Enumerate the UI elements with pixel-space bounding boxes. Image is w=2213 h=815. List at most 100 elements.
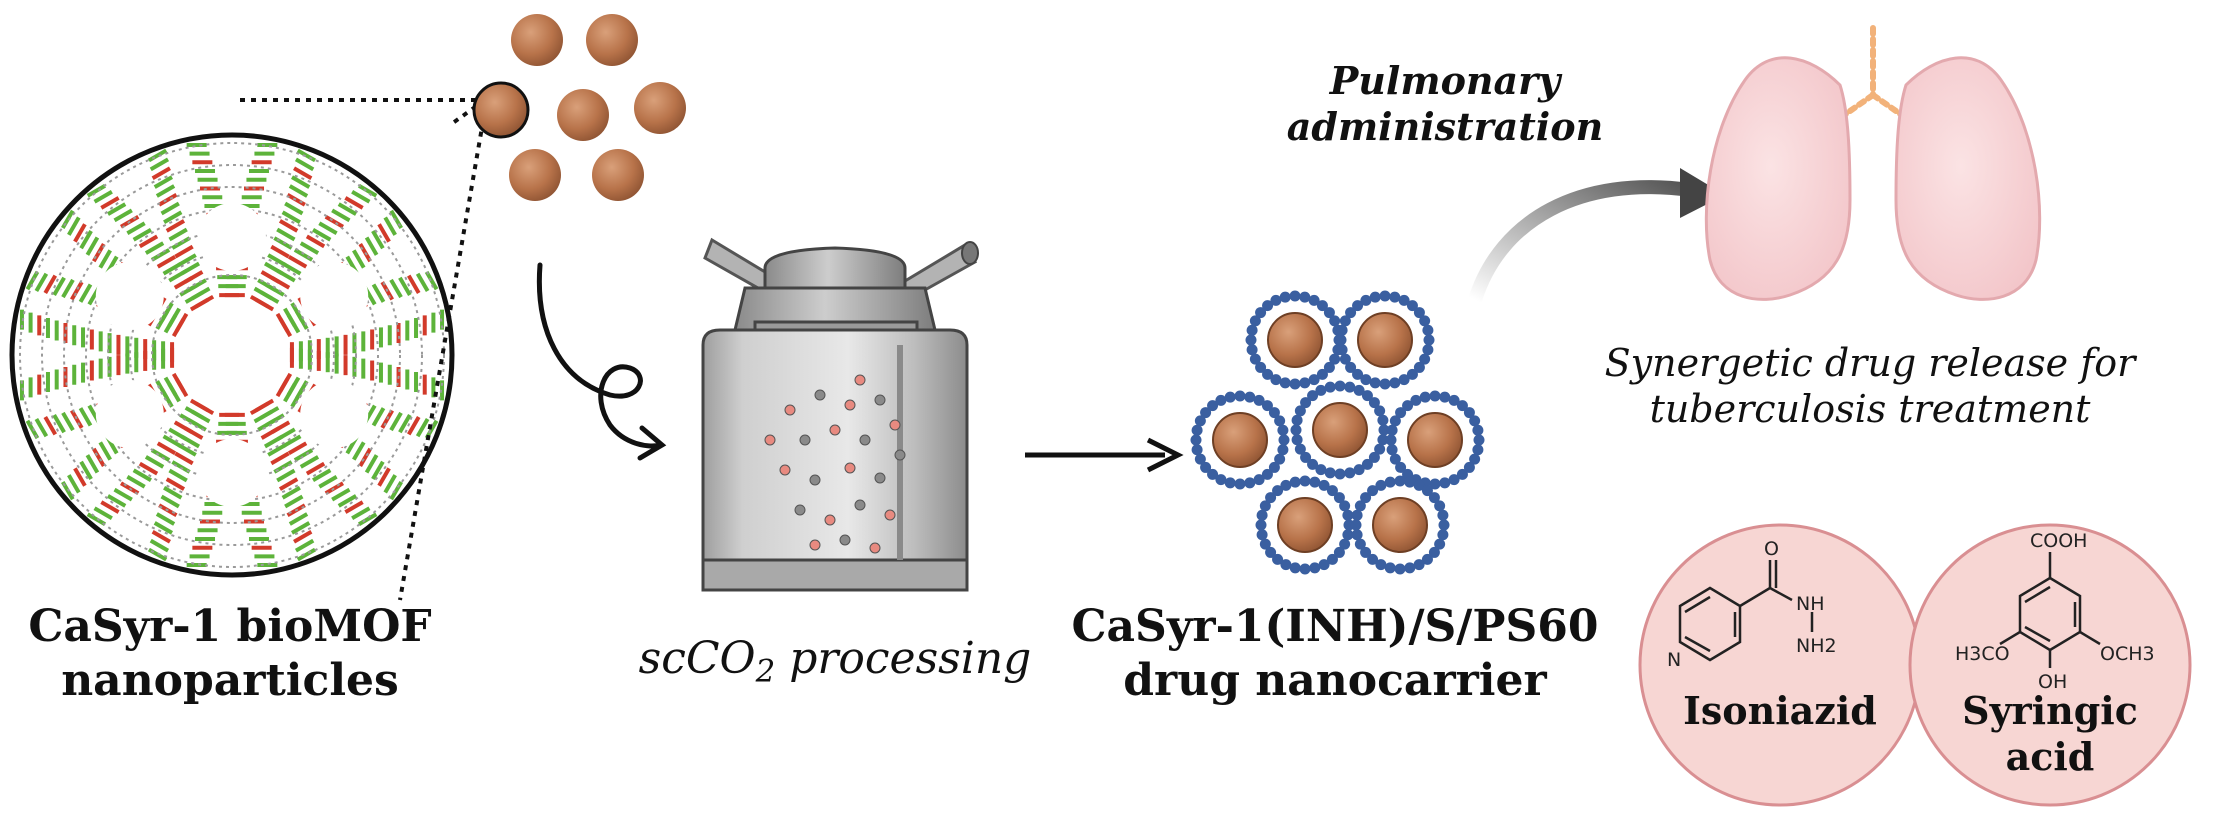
mof-strut: [283, 383, 297, 403]
coating-dot: [1299, 475, 1311, 487]
mof-strut: [153, 175, 174, 189]
coating-dot: [1294, 443, 1306, 455]
coating-dot: [1437, 509, 1449, 521]
carrier-label-line2: drug nanocarrier: [1123, 654, 1547, 706]
mof-strut: [151, 166, 171, 180]
mof-strut: [150, 448, 171, 462]
coating-dot: [1437, 529, 1449, 541]
mof-strut: [352, 441, 366, 461]
mof-strut: [270, 244, 290, 259]
coating-dot: [1326, 485, 1338, 497]
coating-dot: [1339, 500, 1351, 512]
mof-strut: [52, 413, 66, 434]
nanocarrier-core: [1212, 412, 1268, 468]
coating-dot: [1307, 390, 1319, 402]
process-label-prefix: scCO: [638, 633, 756, 684]
mof-strut: [177, 253, 197, 267]
mof-strut: [151, 530, 171, 544]
coating-dot: [1309, 476, 1321, 488]
coating-dot: [1361, 458, 1373, 470]
coating-dot: [1336, 344, 1348, 356]
coating-dot: [1253, 394, 1265, 406]
coating-dot: [1379, 378, 1391, 390]
coating-dot: [1413, 307, 1425, 319]
mof-strut: [187, 278, 207, 292]
mof-strut: [389, 411, 403, 432]
coating-dot: [1463, 407, 1475, 419]
mof-strut: [344, 500, 364, 514]
mof-strut: [85, 236, 100, 256]
coating-dot: [1333, 492, 1345, 504]
coating-dot: [1389, 291, 1401, 303]
coating-dot: [1377, 414, 1389, 426]
mof-strut: [184, 406, 204, 420]
mof-strut: [290, 175, 311, 189]
coating-dot: [1265, 492, 1277, 504]
mof-strut: [168, 427, 188, 442]
mof-strut: [150, 248, 171, 262]
mof-strut: [100, 500, 120, 514]
coating-dot: [1404, 562, 1416, 574]
process-label-suffix: processing: [775, 633, 1032, 684]
mof-strut: [160, 494, 180, 509]
coating-dot: [1374, 405, 1386, 417]
coating-dot: [1333, 546, 1345, 558]
mof-strut: [383, 474, 397, 494]
mof-strut: [284, 494, 304, 509]
mof-strut: [415, 417, 430, 438]
coating-dot: [1402, 400, 1414, 412]
mof-strut: [357, 512, 378, 526]
coating-dot: [1395, 407, 1407, 419]
mof-strut: [364, 236, 379, 256]
mof-strut: [160, 302, 174, 322]
coating-dot: [1469, 453, 1481, 465]
mof-strut: [282, 434, 302, 449]
coating-dot: [1394, 563, 1406, 575]
mof-strut: [383, 216, 397, 236]
coating-dot: [1300, 451, 1312, 463]
coating-dot: [1315, 464, 1327, 476]
mof-strut: [295, 310, 309, 330]
coating-dot: [1448, 474, 1460, 486]
mof-strut: [293, 530, 313, 544]
coating-dot: [1438, 519, 1450, 531]
coating-dot: [1291, 414, 1303, 426]
vessel-particle: [889, 419, 901, 431]
coating-dot: [1278, 434, 1290, 446]
coating-dot: [1234, 478, 1246, 490]
mof-strut: [351, 190, 371, 204]
coating-dot: [1434, 538, 1446, 550]
mof-strut: [132, 468, 152, 482]
mof-strut: [337, 202, 358, 216]
vessel-particle: [829, 424, 841, 436]
mof-strut: [85, 454, 100, 474]
nanocarrier-core: [1357, 312, 1413, 368]
mof-pore: [300, 380, 369, 448]
mof-strut: [278, 477, 299, 491]
coating-dot: [1339, 353, 1351, 365]
syringic-name-line1: Syringic: [1962, 688, 2138, 733]
coating-dot: [1448, 394, 1460, 406]
mof-strut: [100, 196, 120, 210]
coating-dot: [1351, 529, 1363, 541]
coating-dot: [1361, 390, 1373, 402]
coating-dot: [1291, 434, 1303, 446]
mof-pore: [184, 307, 280, 403]
coating-dot: [1354, 500, 1366, 512]
nanocarrier-core: [1277, 497, 1333, 553]
mof-strut: [162, 261, 182, 276]
mof-strut: [160, 201, 180, 216]
mof-strut: [305, 234, 326, 249]
mof-strut: [294, 157, 315, 172]
coating-dot: [1384, 562, 1396, 574]
coating-dot: [1360, 546, 1372, 558]
coating-dot: [1268, 407, 1280, 419]
mof-strut: [163, 210, 183, 224]
mof-lattice-ring: [129, 252, 335, 458]
mof-strut: [267, 443, 287, 457]
coating-dot: [1215, 394, 1227, 406]
mof-strut: [132, 228, 152, 242]
coating-dot: [1256, 509, 1268, 521]
release-label-line1: Synergetic drug release for: [1604, 341, 2136, 385]
mof-strut: [407, 274, 421, 294]
